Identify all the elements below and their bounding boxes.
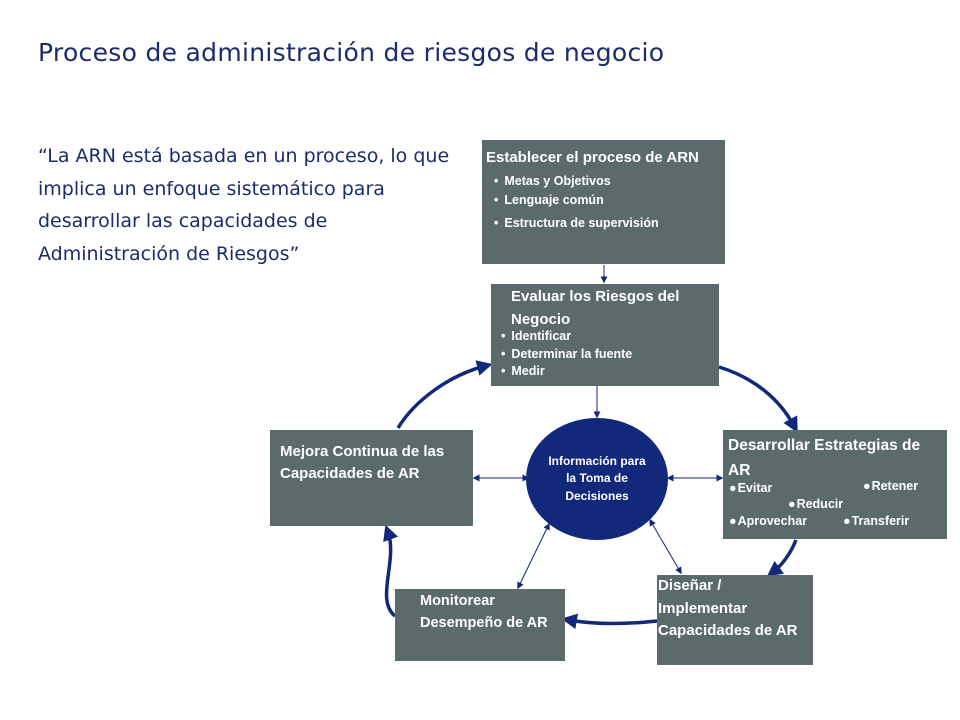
connector-center-to-monitorear — [517, 522, 550, 590]
strategy-option: Evitar — [729, 481, 773, 495]
list-item: Determinar la fuente — [501, 346, 713, 364]
strategy-option: Retener — [863, 479, 919, 493]
center-ellipse-informacion: Información para la Toma de Decisiones — [526, 418, 668, 540]
list-item: Metas y Objetivos — [494, 172, 717, 191]
cycle-arrow-evaluar-to-desarrollar — [718, 365, 798, 433]
slide-title: Proceso de administración de riesgos de … — [38, 38, 665, 67]
strategy-option: Reducir — [788, 497, 844, 511]
box-desarrollar-title: Desarrollar Estrategias de AR — [728, 437, 921, 479]
cycle-arrow-disenar-to-monitorear — [561, 613, 658, 630]
list-item: Medir — [501, 363, 713, 381]
establecer-items: Metas y Objetivos Lenguaje común Estruct… — [486, 172, 717, 233]
evaluar-items: Identificar Determinar la fuente Medir — [501, 328, 713, 381]
list-item: Estructura de supervisión — [494, 214, 717, 233]
cycle-arrow-desarrollar-to-disenar — [766, 539, 798, 577]
box-disenar-implementar: Diseñar / Implementar Capacidades de AR — [657, 575, 813, 665]
strategy-option: Transferir — [843, 514, 910, 528]
list-item: Lenguaje común — [494, 191, 717, 210]
box-disenar-title: Diseñar / Implementar Capacidades de AR — [658, 577, 798, 639]
box-monitorear-title: Monitorear Desempeño de AR — [420, 593, 548, 631]
box-mejora-title: Mejora Continua de las Capacidades de AR — [280, 443, 445, 482]
cycle-arrow-monitorear-to-mejora — [383, 524, 399, 618]
box-evaluar-title: Evaluar los Riesgos del Negocio — [511, 288, 680, 328]
slide-quote: “La ARN está basada en un proceso, lo qu… — [38, 145, 450, 265]
box-establecer-proceso: Establecer el proceso de ARN Metas y Obj… — [482, 140, 725, 264]
box-mejora-continua: Mejora Continua de las Capacidades de AR — [270, 430, 473, 526]
list-item: Identificar — [501, 328, 713, 346]
center-ellipse-label: Información para la Toma de Decisiones — [548, 453, 646, 503]
box-establecer-title: Establecer el proceso de ARN — [486, 149, 699, 166]
box-evaluar-riesgos: Evaluar los Riesgos del Negocio Identifi… — [491, 284, 719, 386]
strategy-option: Aprovechar — [729, 514, 807, 528]
box-monitorear-desempeno: Monitorear Desempeño de AR — [395, 589, 565, 661]
box-desarrollar-estrategias: Desarrollar Estrategias de AR Evitar Ret… — [723, 430, 947, 539]
connector-center-to-disenar — [649, 518, 682, 575]
cycle-arrow-mejora-to-evaluar — [396, 360, 493, 429]
